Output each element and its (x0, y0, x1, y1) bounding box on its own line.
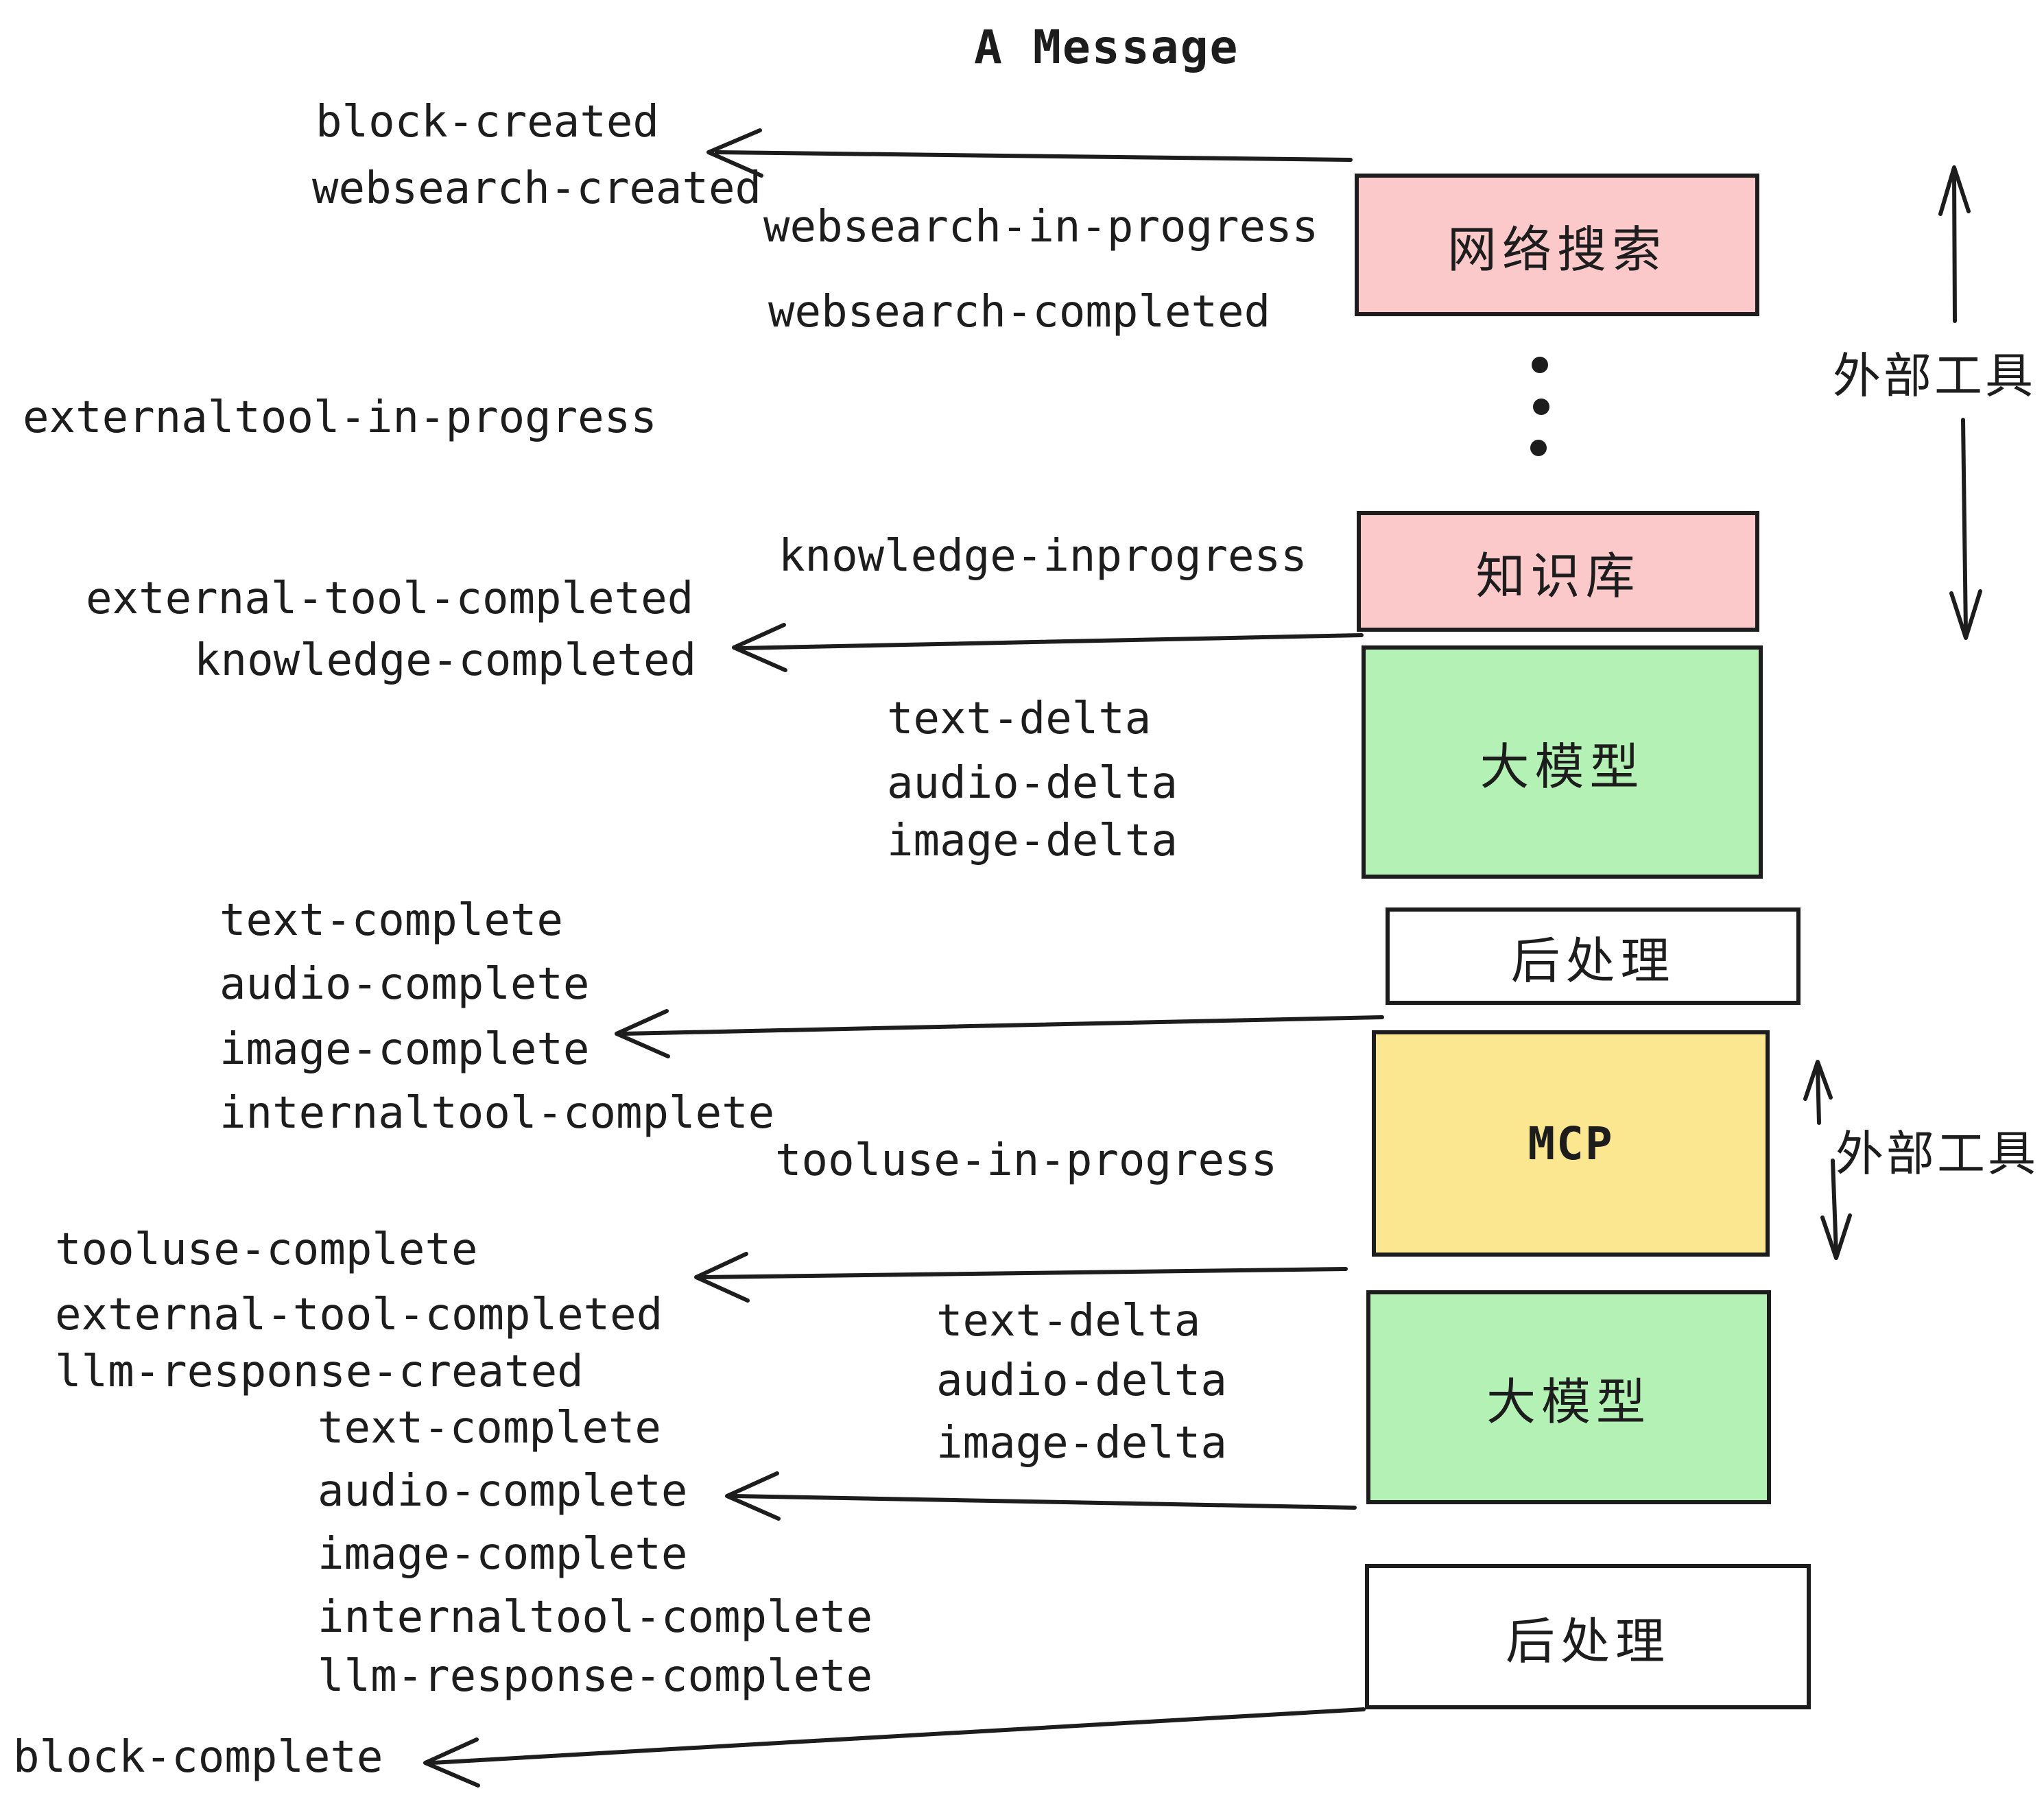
postprocess-box-2-label: 后处理 (1505, 1612, 1670, 1670)
external-tools-label-1: 外部工具 (1833, 348, 2036, 404)
event-label-websearch-completed: websearch-completed (768, 287, 1271, 337)
external-tools-label-2: 外部工具 (1835, 1126, 2039, 1182)
event-label-text-complete-1: text-complete (219, 895, 563, 946)
event-label-text-delta-1: text-delta (887, 693, 1152, 744)
event-label-knowledge-inprogress: knowledge-inprogress (779, 531, 1307, 582)
mcp-box: MCP (1372, 1030, 1770, 1257)
event-label-image-complete-1: image-complete (219, 1024, 590, 1075)
event-label-audio-delta-1: audio-delta (887, 758, 1178, 809)
external-tools-arrow-down-1 (1949, 418, 1982, 640)
arrow-tooluse-complete (694, 1252, 1348, 1303)
ellipsis-dots (1530, 357, 1549, 456)
event-label-audio-complete-2: audio-complete (318, 1466, 688, 1517)
event-label-external-tool-completed-2: external-tool-completed (55, 1290, 663, 1340)
event-label-image-complete-2: image-complete (318, 1529, 688, 1580)
arrow-knowledge-completed (732, 623, 1364, 672)
postprocess-box-1: 后处理 (1386, 907, 1801, 1005)
page-title: A Message (974, 21, 1239, 75)
knowledge-base-box: 知识库 (1357, 511, 1759, 632)
event-label-websearch-created: websearch-created (312, 163, 762, 214)
event-label-block-complete: block-complete (13, 1732, 383, 1783)
event-label-block-created: block-created (316, 97, 659, 147)
event-label-externaltool-in-progress: externaltool-in-progress (23, 392, 657, 443)
postprocess-box-2: 后处理 (1365, 1564, 1811, 1709)
websearch-box: 网络搜索 (1355, 174, 1759, 316)
llm-box-2: 大模型 (1366, 1290, 1771, 1504)
external-tools-arrow-up-1 (1938, 165, 1971, 323)
event-label-tooluse-complete: tooluse-complete (55, 1224, 478, 1275)
event-label-audio-complete-1: audio-complete (219, 959, 590, 1010)
websearch-box-label: 网络搜索 (1447, 220, 1667, 278)
llm-box-2-label: 大模型 (1486, 1373, 1651, 1431)
event-label-internaltool-complete-1: internaltool-complete (219, 1088, 775, 1139)
knowledge-base-box-label: 知识库 (1475, 547, 1641, 605)
event-label-internaltool-complete-2: internaltool-complete (318, 1592, 873, 1643)
event-label-llm-response-created: llm-response-created (55, 1346, 584, 1397)
arrow-websearch-created (706, 128, 1353, 178)
event-label-image-delta-1: image-delta (887, 816, 1178, 866)
arrow-internal-complete-1 (615, 1009, 1384, 1058)
llm-box-1-label: 大模型 (1479, 737, 1645, 796)
event-label-llm-response-complete: llm-response-complete (318, 1651, 873, 1702)
event-label-tooluse-in-progress: tooluse-in-progress (775, 1135, 1278, 1186)
llm-box-1: 大模型 (1362, 645, 1763, 879)
event-label-websearch-in-progress: websearch-in-progress (763, 202, 1319, 252)
postprocess-box-1-label: 后处理 (1510, 931, 1676, 990)
event-label-text-delta-2: text-delta (936, 1296, 1201, 1346)
external-tools-arrow-up-2 (1803, 1060, 1833, 1125)
event-label-knowledge-completed: knowledge-completed (194, 635, 697, 686)
arrow-block-complete (423, 1707, 1366, 1788)
event-label-audio-delta-2: audio-delta (936, 1355, 1227, 1406)
arrow-internal-complete-2 (725, 1471, 1357, 1521)
event-label-image-delta-2: image-delta (936, 1418, 1227, 1469)
event-label-external-tool-completed: external-tool-completed (86, 573, 694, 624)
event-label-text-complete-2: text-complete (318, 1403, 661, 1453)
mcp-box-label: MCP (1528, 1117, 1614, 1170)
